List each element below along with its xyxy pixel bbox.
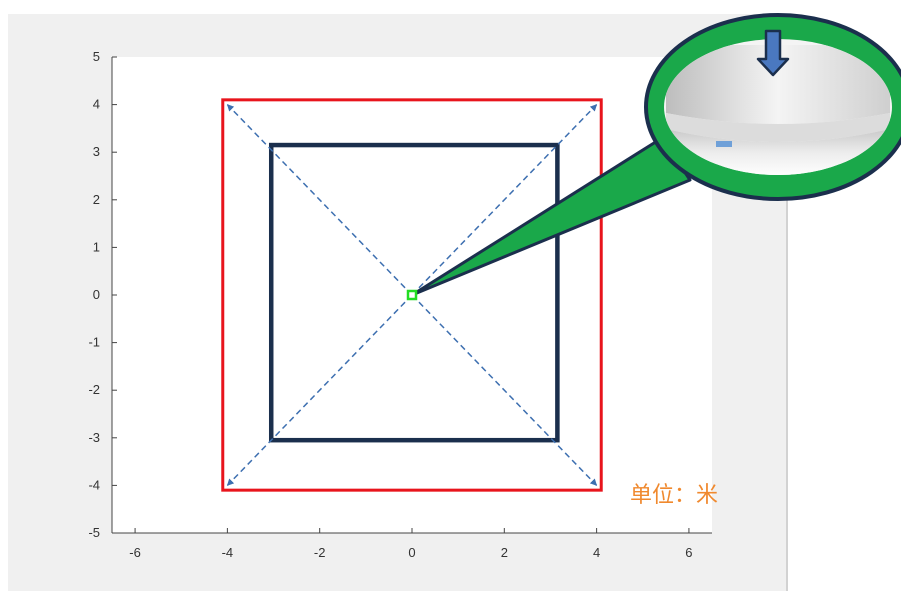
y-tick-label: -1 — [88, 335, 100, 350]
x-tick-label: 4 — [593, 545, 600, 560]
diagonal-arrow — [411, 104, 598, 296]
y-tick-label: 5 — [93, 49, 100, 64]
y-tick-label: -5 — [88, 525, 100, 540]
x-tick-label: 2 — [501, 545, 508, 560]
arrow-down-shape — [756, 29, 790, 77]
x-tick-label: 6 — [685, 545, 692, 560]
arrow-down-icon — [756, 29, 790, 77]
window-divider — [786, 14, 788, 591]
device-upper-body — [666, 45, 890, 124]
y-tick-label: -2 — [88, 382, 100, 397]
y-tick-label: -4 — [88, 477, 100, 492]
diagonal-arrow — [226, 104, 413, 296]
x-tick-label: -4 — [222, 545, 234, 560]
device-rim — [666, 113, 890, 142]
plot-layer — [221, 98, 603, 492]
y-tick-label: 0 — [93, 287, 100, 302]
diagonal-arrow — [411, 294, 598, 486]
x-tick-label: 0 — [408, 545, 415, 560]
y-tick-label: 4 — [93, 97, 100, 112]
callout — [406, 13, 901, 301]
axes: -5 -4 -3 -2 -1 0 1 2 3 4 5 -6 -4 -2 0 2 4 6 — [88, 49, 712, 560]
diagonal-arrow — [226, 294, 413, 486]
center-point-marker — [406, 289, 418, 301]
y-tick-label: 2 — [93, 192, 100, 207]
y-tick-label: -3 — [88, 430, 100, 445]
inner-square — [268, 142, 560, 443]
x-tick-label: -6 — [129, 545, 141, 560]
y-tick-label: 1 — [93, 239, 100, 254]
outer-square — [221, 98, 603, 492]
unit-label: 单位：米 — [630, 483, 718, 508]
y-tick-label: 3 — [93, 144, 100, 159]
x-tick-label: -2 — [314, 545, 326, 560]
device-led — [716, 141, 732, 147]
